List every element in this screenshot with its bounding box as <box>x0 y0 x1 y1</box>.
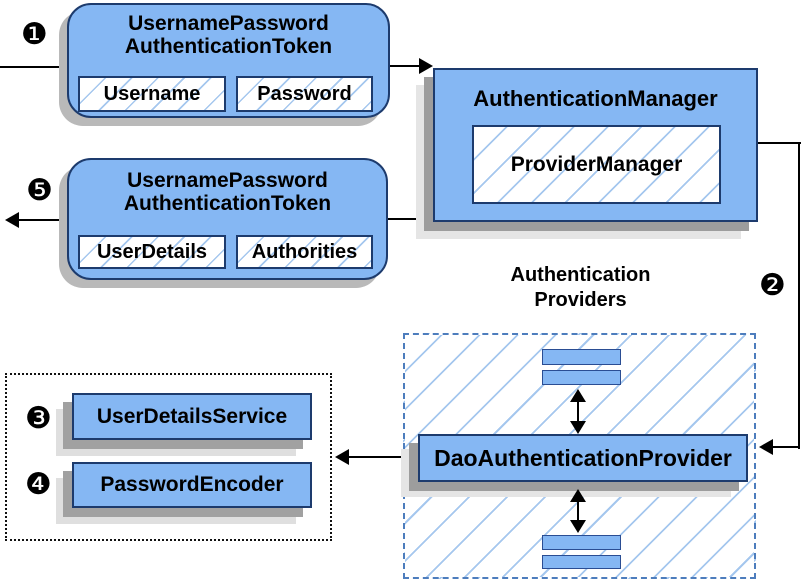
arrow-left-icon <box>5 212 19 228</box>
connector-manager-to-provider-side <box>798 142 801 449</box>
providers-zone-label: Authentication Providers <box>433 263 728 313</box>
password-encoder-box: PasswordEncoder <box>72 462 312 508</box>
field-userdetails: UserDetails <box>78 235 226 269</box>
provider-manager-box: ProviderManager <box>472 125 721 204</box>
arrow-left-into-services-icon <box>335 449 349 465</box>
token-response-title-line2: AuthenticationToken <box>123 192 332 215</box>
providers-zone-label-line1: Authentication <box>510 264 651 286</box>
field-username: Username <box>78 76 226 112</box>
provider-stack-bar-bottom-1 <box>542 535 621 550</box>
step-5-badge: ❺ <box>26 173 53 208</box>
arrow-down-icon <box>570 421 586 434</box>
double-arrow-bottom <box>569 489 587 533</box>
token-request-box: UsernamePassword AuthenticationToken Use… <box>67 3 390 118</box>
arrow-down-icon <box>570 520 586 533</box>
field-password: Password <box>236 76 373 112</box>
arrow-left-into-provider-icon <box>759 439 773 455</box>
connector-manager-to-provider-bottom <box>773 446 800 449</box>
provider-stack-bar-bottom-2 <box>542 555 621 569</box>
arrow-right-icon <box>419 58 433 74</box>
step-4-badge: ❹ <box>25 467 52 502</box>
connector-request-in <box>0 66 66 69</box>
token-response-title: UsernamePassword AuthenticationToken <box>69 160 386 215</box>
connector-manager-to-token <box>388 218 435 221</box>
connector-provider-to-services <box>349 456 412 459</box>
authentication-manager-box: AuthenticationManager ProviderManager <box>433 68 758 222</box>
token-request-title: UsernamePassword AuthenticationToken <box>69 5 388 58</box>
step-1-badge: ❶ <box>21 17 48 52</box>
double-arrow-top <box>569 389 587 434</box>
step-2-badge: ❷ <box>759 268 786 303</box>
connector-manager-to-provider-top <box>757 142 801 145</box>
token-request-title-line1: UsernamePassword <box>128 12 329 35</box>
field-authorities: Authorities <box>236 235 373 269</box>
providers-zone-label-line2: Providers <box>534 289 627 311</box>
provider-stack-bar-top-2 <box>542 370 621 385</box>
authentication-manager-title: AuthenticationManager <box>473 86 718 111</box>
token-response-box: UsernamePassword AuthenticationToken Use… <box>67 158 388 280</box>
dao-authentication-provider-box: DaoAuthenticationProvider <box>418 434 748 482</box>
arrow-up-icon <box>570 389 586 402</box>
token-request-title-line2: AuthenticationToken <box>124 35 333 58</box>
connector-token-out <box>19 219 68 222</box>
step-3-badge: ❸ <box>25 401 52 436</box>
user-details-service-box: UserDetailsService <box>72 393 312 440</box>
connector-request-to-manager <box>390 65 421 68</box>
token-response-title-line1: UsernamePassword <box>127 169 328 192</box>
arrow-up-icon <box>570 489 586 502</box>
provider-stack-bar-top-1 <box>542 349 621 365</box>
